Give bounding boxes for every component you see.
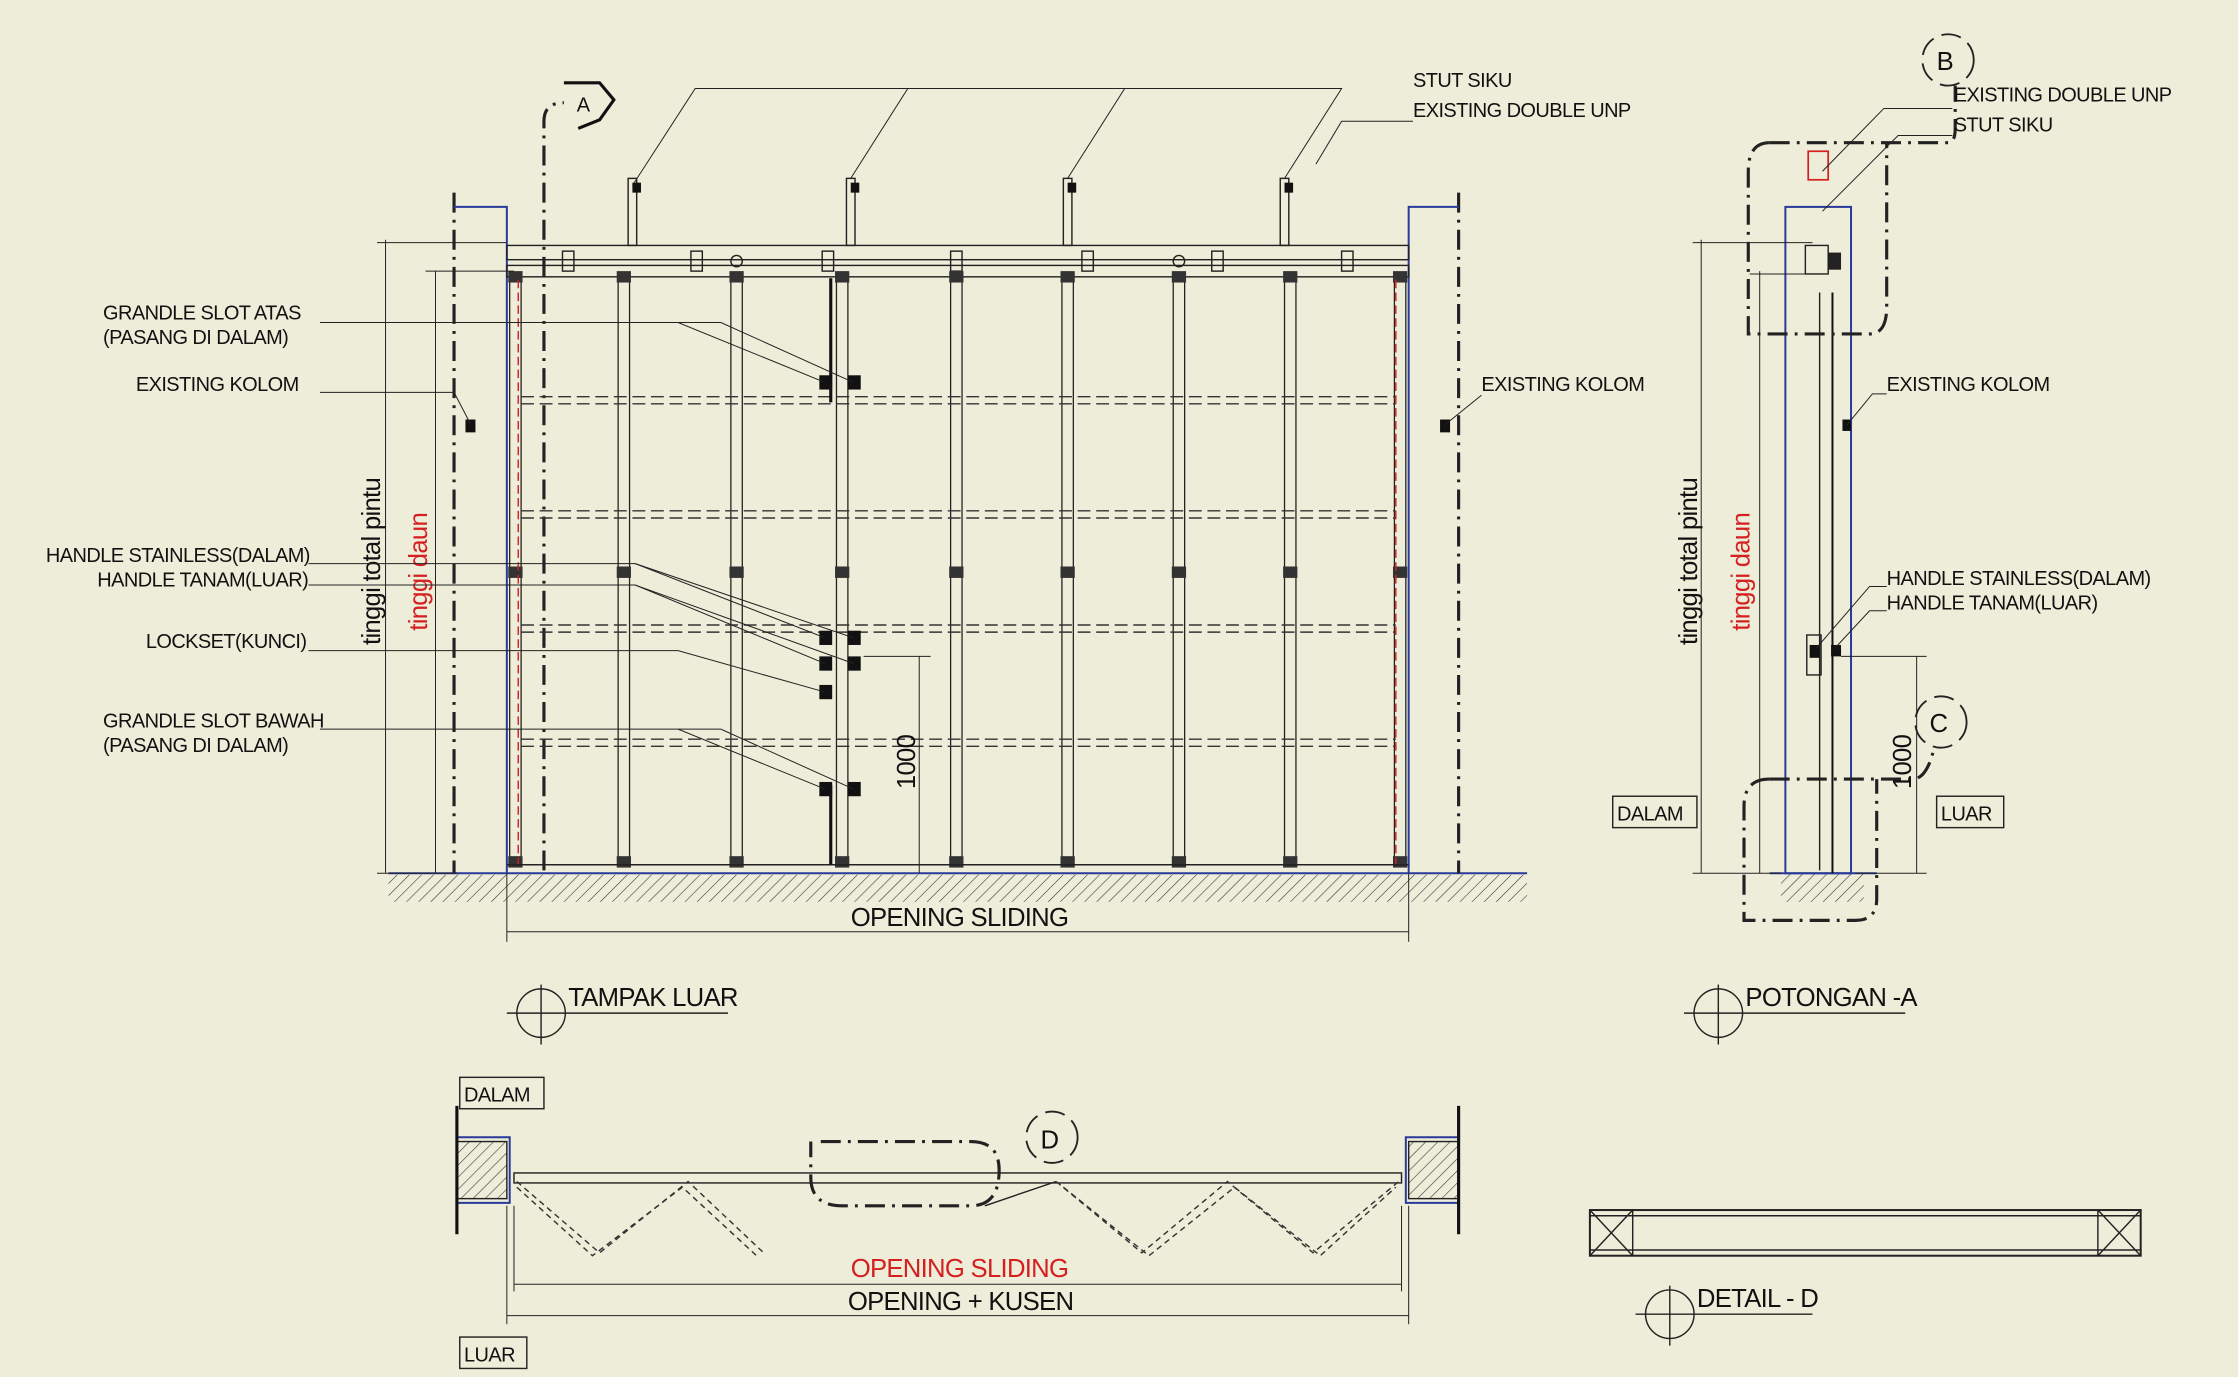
mullion-joint bbox=[1171, 856, 1187, 868]
section-line-a bbox=[542, 101, 564, 871]
plan-opening-sliding: OPENING SLIDING bbox=[851, 1255, 1069, 1283]
section-tinggi-total-label: tinggi total pintu bbox=[1675, 478, 1703, 645]
roller-hanger bbox=[949, 250, 963, 272]
section-marker-c: C bbox=[1930, 710, 1948, 738]
mullion-joint bbox=[1283, 271, 1298, 283]
mullion-joint bbox=[508, 856, 523, 868]
mullion-joint bbox=[1392, 271, 1408, 283]
existing-kolom-marker bbox=[465, 419, 476, 433]
hardware-fitting bbox=[847, 630, 861, 645]
roller-hanger bbox=[1081, 250, 1095, 272]
label-grandle-atas-note: (PASANG DI DALAM) bbox=[103, 327, 288, 349]
roller-hanger bbox=[561, 250, 575, 272]
mullion-joint bbox=[949, 856, 964, 868]
mullion-joint bbox=[729, 271, 744, 283]
mullion-joint bbox=[1392, 566, 1408, 578]
existing-kolom-marker bbox=[1440, 419, 1451, 433]
title-detail-d: DETAIL - D bbox=[1635, 1285, 1819, 1346]
view-title: POTONGAN -A bbox=[1745, 984, 1918, 1012]
section-label-handle-tanam: HANDLE TANAM(LUAR) bbox=[1887, 592, 2098, 614]
plan-view: D OPENING SLIDING OPENING + KUSEN DALAM … bbox=[455, 1076, 1461, 1370]
mullion-joint bbox=[835, 566, 850, 578]
plan-label-luar: LUAR bbox=[464, 1344, 515, 1366]
section-marker-a: A bbox=[577, 94, 591, 116]
label-grandle-bawah-note: (PASANG DI DALAM) bbox=[103, 735, 288, 757]
hardware-fitting bbox=[847, 656, 861, 671]
section-label-stut-siku: STUT SIKU bbox=[1954, 114, 2053, 136]
hardware-fitting bbox=[819, 781, 833, 797]
dim-1000: 1000 bbox=[893, 734, 921, 789]
label-existing-double-unp: EXISTING DOUBLE UNP bbox=[1413, 100, 1631, 122]
roller-wheel bbox=[730, 254, 744, 268]
section-label-double-unp: EXISTING DOUBLE UNP bbox=[1954, 84, 2172, 106]
title-potongan-a: POTONGAN -A bbox=[1684, 984, 1919, 1045]
view-title: TAMPAK LUAR bbox=[568, 984, 738, 1012]
elevation-view: A tinggi total pintu tinggi daun bbox=[46, 70, 1645, 1045]
hardware-fitting bbox=[847, 375, 861, 390]
mullion-joint bbox=[508, 271, 523, 283]
mullion-joint bbox=[1392, 856, 1408, 868]
ground-hatch bbox=[388, 874, 1528, 902]
section-view: B C tinggi total pintu tinggi daun 1000 … bbox=[1612, 33, 2172, 1045]
plan-label-dalam: DALAM bbox=[464, 1085, 530, 1107]
plan-marker-d: D bbox=[1041, 1127, 1059, 1155]
mullion-joint bbox=[1171, 271, 1187, 283]
stut-bracket bbox=[632, 182, 641, 193]
hardware-fitting bbox=[819, 656, 833, 671]
section-dim-1000: 1000 bbox=[1889, 734, 1917, 789]
stut-siku bbox=[627, 177, 638, 247]
stut-bracket bbox=[850, 182, 860, 193]
tinggi-total-label: tinggi total pintu bbox=[358, 478, 386, 645]
roller-hanger bbox=[1211, 250, 1224, 272]
title-tampak-luar: TAMPAK LUAR bbox=[506, 984, 739, 1045]
hardware-fitting bbox=[819, 375, 833, 390]
label-lockset: LOCKSET(KUNCI) bbox=[146, 631, 307, 653]
hardware-fitting bbox=[847, 781, 861, 797]
label-existing-kolom-left: EXISTING KOLOM bbox=[136, 374, 299, 396]
section-marker-b: B bbox=[1937, 48, 1953, 76]
roller-wheel bbox=[1172, 254, 1186, 268]
label-grandle-atas: GRANDLE SLOT ATAS bbox=[103, 303, 301, 325]
detail-d-view: DETAIL - D bbox=[1588, 1209, 2142, 1346]
section-label-existing-kolom: EXISTING KOLOM bbox=[1887, 374, 2050, 396]
section-label-dalam: DALAM bbox=[1617, 803, 1683, 825]
stut-bracket bbox=[1067, 182, 1077, 193]
tinggi-daun-label: tinggi daun bbox=[405, 513, 433, 631]
mullion-joint bbox=[616, 566, 631, 578]
stut-bracket bbox=[1284, 182, 1294, 193]
mullion-joint bbox=[1060, 856, 1075, 868]
label-grandle-bawah: GRANDLE SLOT BAWAH bbox=[103, 711, 324, 733]
hardware-fitting bbox=[819, 684, 833, 700]
plan-opening-kusen: OPENING + KUSEN bbox=[848, 1288, 1073, 1316]
label-handle-tanam: HANDLE TANAM(LUAR) bbox=[97, 569, 308, 591]
label-stut-siku: STUT SIKU bbox=[1413, 70, 1512, 92]
opening-sliding-dim: OPENING SLIDING bbox=[851, 904, 1069, 932]
hardware-fitting bbox=[819, 630, 833, 645]
mullion-joint bbox=[1283, 566, 1298, 578]
mullion-joint bbox=[1060, 271, 1075, 283]
mullion-joint bbox=[1171, 566, 1187, 578]
mullion-joint bbox=[508, 566, 523, 578]
view-title: DETAIL - D bbox=[1697, 1285, 1818, 1313]
mullion-joint bbox=[1283, 856, 1298, 868]
stut-siku bbox=[1062, 177, 1073, 247]
mullion-joint bbox=[616, 271, 631, 283]
mullion-joint bbox=[1060, 566, 1075, 578]
label-handle-stainless: HANDLE STAINLESS(DALAM) bbox=[46, 545, 310, 567]
section-tinggi-daun-label: tinggi daun bbox=[1728, 513, 1756, 631]
roller-hanger bbox=[1340, 250, 1354, 272]
mullion-joint bbox=[729, 856, 744, 868]
section-label-luar: LUAR bbox=[1941, 803, 1992, 825]
mullion-joint bbox=[949, 271, 964, 283]
mullion-joint bbox=[949, 566, 964, 578]
roller-hanger bbox=[821, 250, 835, 272]
mullion-joint bbox=[835, 271, 850, 283]
section-label-handle-stainless: HANDLE STAINLESS(DALAM) bbox=[1887, 568, 2151, 590]
dimension-lines bbox=[376, 239, 1410, 942]
mullion-joint bbox=[835, 856, 850, 868]
label-existing-kolom-right: EXISTING KOLOM bbox=[1481, 374, 1644, 396]
mullion-joint bbox=[729, 566, 744, 578]
roller-hanger bbox=[690, 250, 704, 272]
mullion-joint bbox=[616, 856, 631, 868]
